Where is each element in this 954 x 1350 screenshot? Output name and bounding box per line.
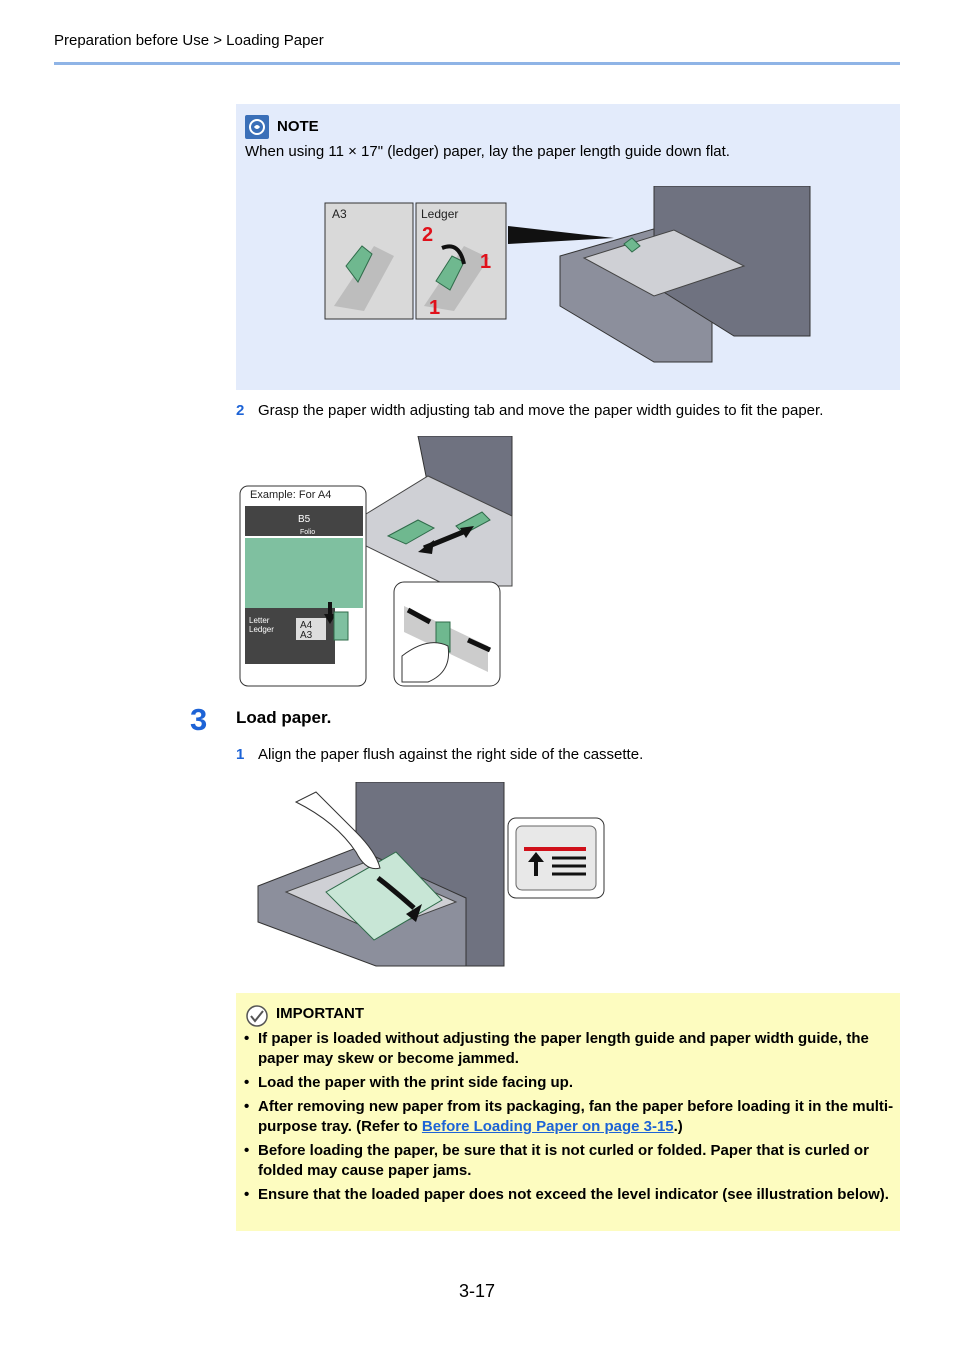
list-item-tail: .) — [673, 1118, 683, 1135]
note-illustration: A3 Ledger 2 1 1 — [324, 186, 811, 363]
note-title: NOTE — [277, 118, 319, 135]
callout-1a: 1 — [480, 251, 491, 273]
size-b5: B5 — [298, 514, 311, 525]
step-3-illustration — [257, 782, 605, 967]
note-text: When using 11 × 17" (ledger) paper, lay … — [245, 143, 730, 160]
header-divider — [54, 62, 900, 65]
before-loading-paper-link[interactable]: Before Loading Paper on page 3-15 — [421, 1118, 674, 1135]
step-3-1-text: Align the paper flush against the right … — [258, 746, 644, 763]
list-item: If paper is loaded without adjusting the… — [244, 1029, 894, 1069]
size-folio: Folio — [300, 529, 315, 536]
breadcrumb: Preparation before Use > Loading Paper — [54, 32, 324, 49]
size-letter: Letter — [249, 616, 270, 625]
note-box: NOTE When using 11 × 17" (ledger) paper,… — [236, 104, 900, 390]
panel-ledger-label: Ledger — [421, 207, 458, 221]
note-icon — [245, 115, 269, 139]
size-a3: A3 — [300, 630, 313, 641]
step-3-number: 3 — [190, 702, 208, 737]
step-2: 2 Grasp the paper width adjusting tab and… — [236, 402, 823, 419]
important-list: If paper is loaded without adjusting the… — [244, 1029, 894, 1209]
list-item: After removing new paper from its packag… — [244, 1097, 894, 1137]
list-item: Before loading the paper, be sure that i… — [244, 1141, 894, 1181]
list-item: Ensure that the loaded paper does not ex… — [244, 1185, 894, 1205]
callout-1b: 1 — [429, 297, 440, 319]
example-label: Example: For A4 — [250, 489, 331, 501]
step-3-1: 1 Align the paper flush against the right… — [236, 746, 643, 763]
step-2-number: 2 — [236, 402, 245, 419]
step-2-illustration: Example: For A4 B5 Folio Letter Ledger A… — [239, 436, 513, 687]
size-ledger: Ledger — [249, 625, 274, 634]
page-number: 3-17 — [459, 1281, 496, 1301]
step-2-text: Grasp the paper width adjusting tab and … — [258, 402, 824, 419]
important-title: IMPORTANT — [276, 1005, 365, 1022]
callout-2: 2 — [422, 224, 433, 246]
list-item-text: After removing new paper from its packag… — [258, 1098, 894, 1135]
size-a4: A4 — [300, 620, 313, 631]
important-box: IMPORTANT If paper is loaded without adj… — [236, 993, 900, 1231]
checkmark-icon — [245, 1004, 269, 1028]
step-3-1-number: 1 — [236, 746, 245, 763]
panel-a3-label: A3 — [332, 207, 347, 221]
step-3-title: Load paper. — [236, 708, 332, 727]
list-item: Load the paper with the print side facin… — [244, 1073, 894, 1093]
